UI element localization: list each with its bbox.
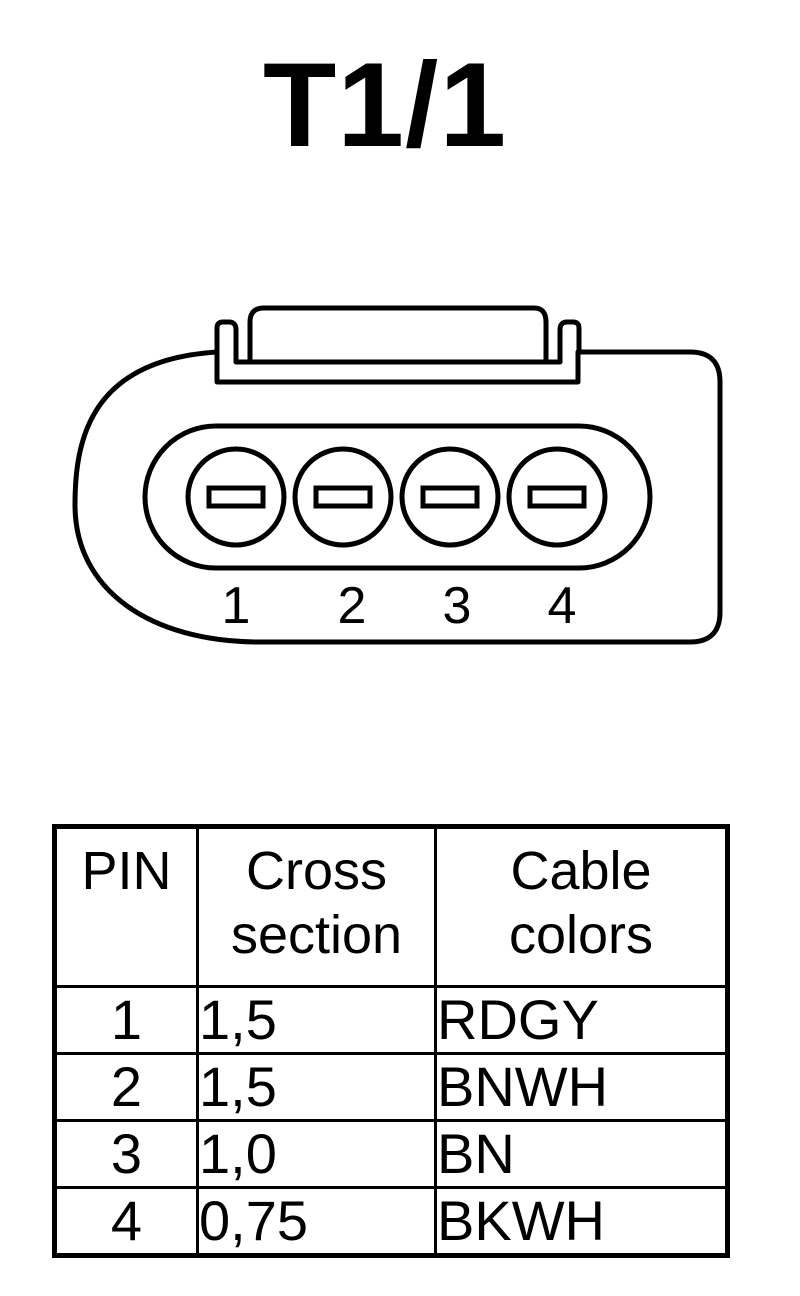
row-pin: 4: [53, 1186, 199, 1257]
row-cable-color: BNWH: [434, 1052, 729, 1122]
pin-number-2: 2: [338, 577, 367, 635]
table-row: 1 1,5 RDGY: [53, 985, 729, 1055]
row-cross-section: 1,5: [196, 985, 437, 1055]
connector-title: T1/1: [262, 38, 508, 172]
pin-assignment-table: PIN Cross section Cable colors 1 1,5 RDG…: [52, 824, 730, 1258]
header-color-line2: colors: [508, 905, 654, 965]
pin-number-3: 3: [443, 577, 472, 635]
header-cross-section: Cross section: [196, 825, 437, 988]
pin-1-terminal: [185, 446, 287, 548]
pin-3-terminal: [399, 446, 501, 548]
header-pin-label: PIN: [81, 841, 172, 901]
connector-housing: [72, 349, 723, 645]
pin-4-terminal: [506, 446, 608, 548]
locking-latch: [214, 305, 582, 365]
pin-number-1: 1: [222, 577, 251, 635]
row-cross-section: 0,75: [196, 1186, 437, 1257]
header-cable-colors: Cable colors: [434, 825, 729, 988]
table-row: 2 1,5 BNWH: [53, 1052, 729, 1122]
pin-cavity: [142, 423, 653, 571]
table-header-row: PIN Cross section Cable colors: [53, 825, 729, 988]
pin-2-terminal: [292, 446, 394, 548]
row-cable-color: RDGY: [434, 985, 729, 1055]
row-pin: 1: [53, 985, 199, 1055]
row-pin: 2: [53, 1052, 199, 1122]
row-cable-color: BN: [434, 1119, 729, 1189]
connector-diagram: 1 2 3 4: [72, 305, 723, 645]
row-cross-section: 1,0: [196, 1119, 437, 1189]
table-row: 3 1,0 BN: [53, 1119, 729, 1189]
row-cable-color: BKWH: [434, 1186, 729, 1257]
row-cross-section: 1,5: [196, 1052, 437, 1122]
header-cross-line2: section: [230, 905, 403, 965]
table-row: 4 0,75 BKWH: [53, 1186, 729, 1257]
row-pin: 3: [53, 1119, 199, 1189]
header-pin: PIN: [53, 825, 199, 988]
pin-number-4: 4: [548, 577, 577, 635]
header-color-line1: Cable: [510, 841, 652, 901]
header-cross-line1: Cross: [245, 841, 387, 901]
